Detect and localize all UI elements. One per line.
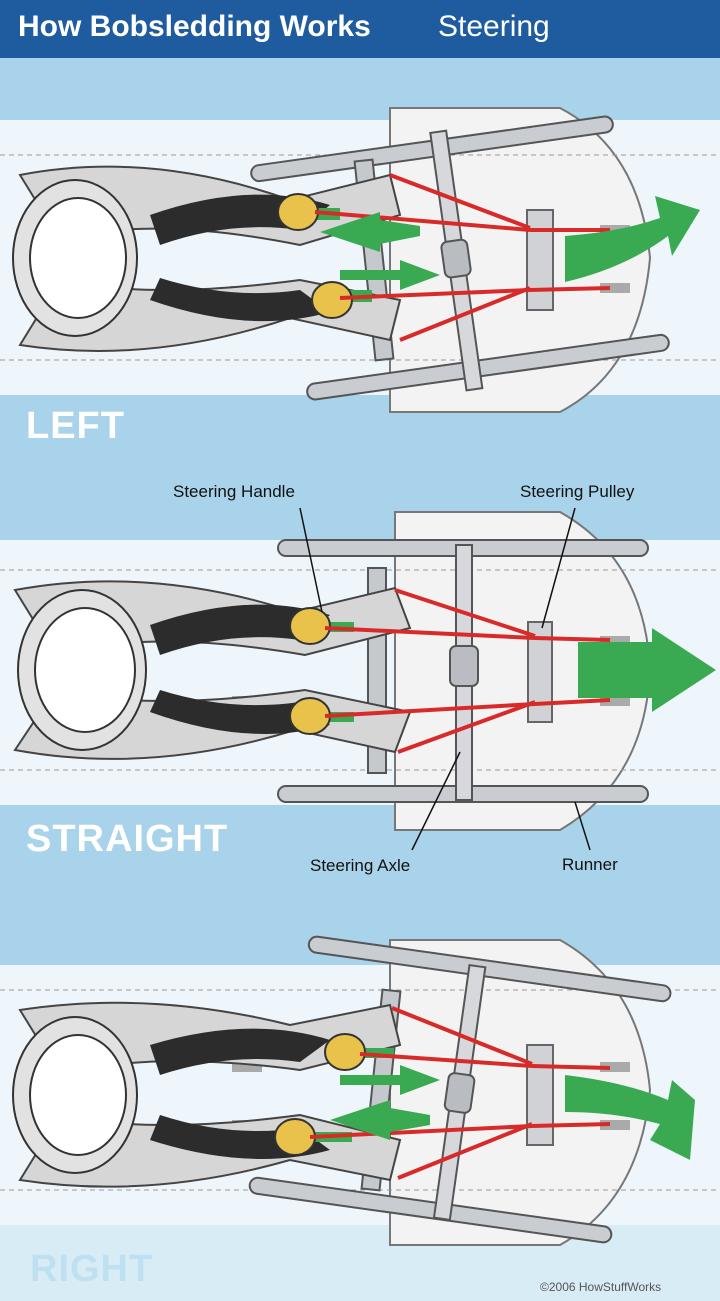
panel-right-drawing	[0, 935, 720, 1246]
band-straight-right	[0, 805, 720, 965]
label-right: RIGHT	[30, 1248, 154, 1290]
callout-runner: Runner	[562, 855, 618, 874]
panel-left-drawing	[0, 107, 720, 413]
page-subtitle: Steering	[438, 10, 550, 43]
callout-steering-handle: Steering Handle	[173, 482, 295, 501]
callout-steering-pulley: Steering Pulley	[520, 482, 635, 501]
callout-steering-axle: Steering Axle	[310, 856, 411, 875]
band-top	[0, 58, 720, 120]
label-straight: STRAIGHT	[26, 818, 229, 860]
page-title: How Bobsledding Works	[18, 10, 371, 43]
copyright-credit: ©2006 HowStuffWorks	[540, 1280, 662, 1294]
label-left: LEFT	[26, 405, 125, 447]
header-bar: How Bobsledding Works Steering	[0, 0, 720, 58]
panel-straight-drawing	[0, 507, 720, 851]
band-left-straight	[0, 395, 720, 540]
